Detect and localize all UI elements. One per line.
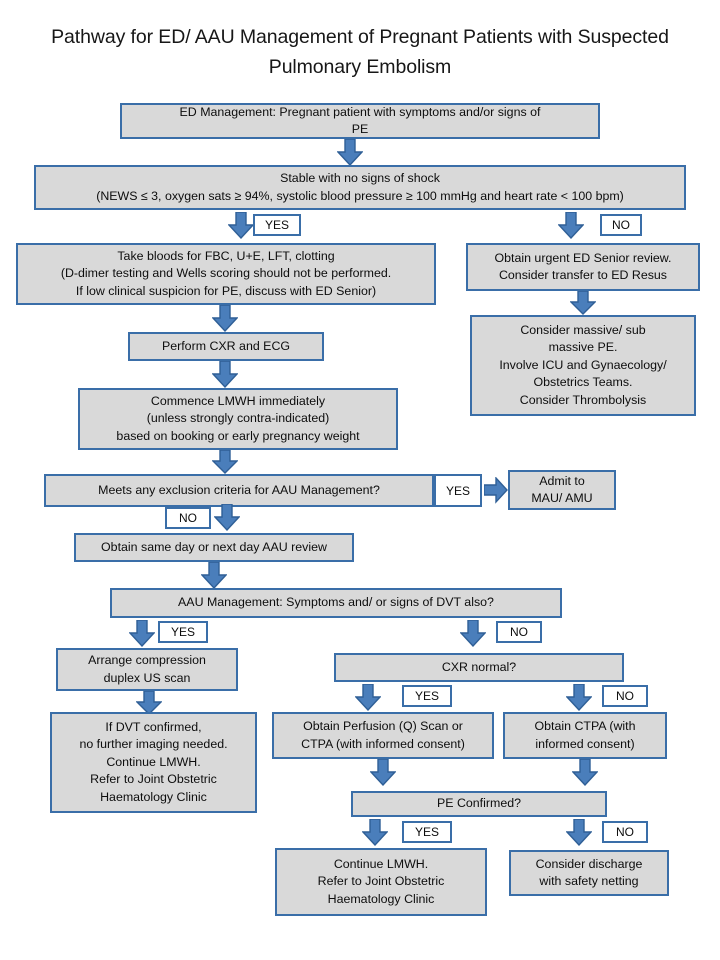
arrow-down-pe-yes [362, 819, 388, 846]
arrow-down-dvt-no [460, 620, 486, 647]
arrow-down-cxr-no [566, 684, 592, 711]
arrow-down-dvt-yes [129, 620, 155, 647]
arrow-down-duplex-to-dvt-confirmed [136, 691, 162, 715]
node-aau-management: AAU Management: Symptoms and/ or signs o… [110, 588, 562, 618]
node-continue-lmwh: Continue LMWH. Refer to Joint Obstetric … [275, 848, 487, 916]
tag-exclusion-no: NO [165, 507, 211, 529]
node-exclusion-criteria: Meets any exclusion criteria for AAU Man… [44, 474, 434, 507]
node-obtain-ctpa: Obtain CTPA (with informed consent) [503, 712, 667, 759]
arrow-down-cxr-yes [355, 684, 381, 711]
arrow-down-ed-to-stable [337, 139, 363, 166]
arrow-down-stable-no [558, 212, 584, 239]
page-title: Pathway for ED/ AAU Management of Pregna… [51, 26, 669, 78]
node-cxr-normal: CXR normal? [334, 653, 624, 682]
arrow-down-pe-no [566, 819, 592, 846]
arrow-down-review-to-massive-pe [570, 291, 596, 315]
node-admit-mau-amu: Admit to MAU/ AMU [508, 470, 616, 510]
arrow-down-ctpa-to-pe-confirmed [572, 759, 598, 786]
node-urgent-ed-review: Obtain urgent ED Senior review. Consider… [466, 243, 700, 291]
node-perfusion-scan: Obtain Perfusion (Q) Scan or CTPA (with … [272, 712, 494, 759]
arrow-down-bloods-to-cxr [212, 305, 238, 332]
node-massive-pe: Consider massive/ sub massive PE. Involv… [470, 315, 696, 416]
arrow-down-perfusion-to-pe-confirmed [370, 759, 396, 786]
tag-dvt-no: NO [496, 621, 542, 643]
arrow-down-lmwh-to-exclusion [212, 450, 238, 474]
node-stable-no-shock: Stable with no signs of shock (NEWS ≤ 3,… [34, 165, 686, 210]
arrow-right-exclusion-yes [484, 477, 508, 504]
arrow-down-aau-review-to-management [201, 562, 227, 589]
arrow-down-cxr-to-lmwh [212, 361, 238, 388]
tag-pe-no: NO [602, 821, 648, 843]
node-dvt-confirmed: If DVT confirmed, no further imaging nee… [50, 712, 257, 813]
arrow-down-exclusion-no [214, 504, 240, 531]
tag-cxr-yes: YES [402, 685, 452, 707]
node-consider-discharge: Consider discharge with safety netting [509, 850, 669, 896]
node-ed-management: ED Management: Pregnant patient with sym… [120, 103, 600, 139]
node-perform-cxr-ecg: Perform CXR and ECG [128, 332, 324, 361]
tag-exclusion-yes: YES [434, 474, 482, 507]
arrow-down-stable-yes [228, 212, 254, 239]
tag-cxr-no: NO [602, 685, 648, 707]
tag-dvt-yes: YES [158, 621, 208, 643]
node-duplex-us-scan: Arrange compression duplex US scan [56, 648, 238, 691]
tag-stable-yes: YES [253, 214, 301, 236]
tag-pe-yes: YES [402, 821, 452, 843]
node-commence-lmwh: Commence LMWH immediately (unless strong… [78, 388, 398, 450]
node-pe-confirmed: PE Confirmed? [351, 791, 607, 817]
tag-stable-no: NO [600, 214, 642, 236]
node-take-bloods: Take bloods for FBC, U+E, LFT, clotting … [16, 243, 436, 305]
node-aau-review: Obtain same day or next day AAU review [74, 533, 354, 562]
